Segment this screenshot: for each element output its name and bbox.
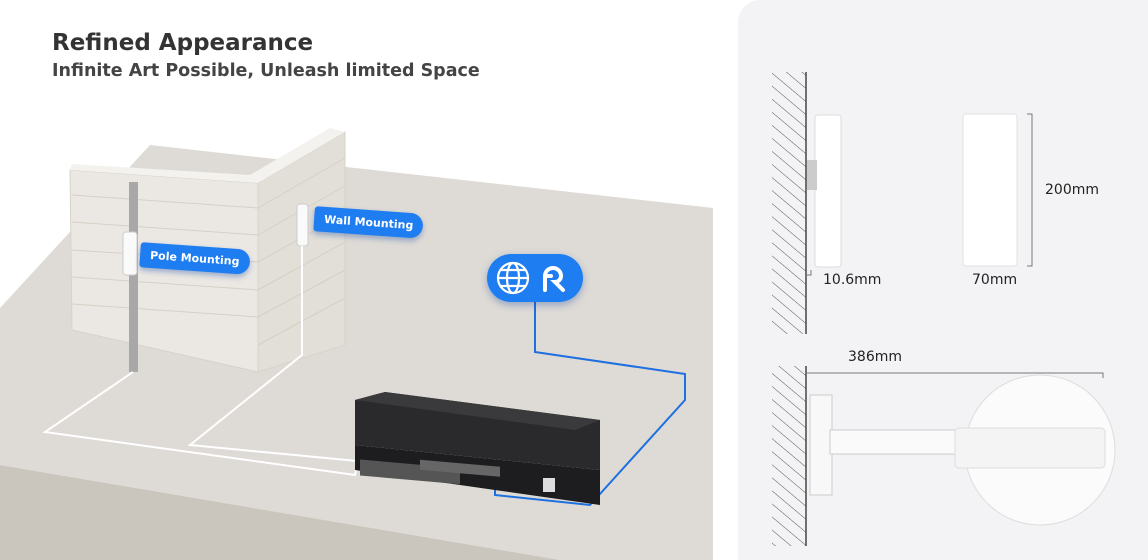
height-label: 200mm bbox=[1045, 182, 1099, 198]
wall-hatch-bottom bbox=[772, 366, 806, 546]
bracket-arm bbox=[829, 429, 961, 455]
wall-top bbox=[70, 128, 345, 183]
globe-icon bbox=[496, 261, 530, 295]
bracket-plate bbox=[809, 394, 833, 496]
bracket-length-label: 386mm bbox=[848, 349, 902, 365]
cloud-r-icon bbox=[543, 266, 565, 292]
page-title: Refined Appearance bbox=[52, 30, 314, 56]
front-width-label: 70mm bbox=[972, 272, 1018, 288]
side-depth-label: 10.6mm bbox=[823, 272, 882, 288]
table-front bbox=[0, 465, 560, 560]
cloud-badge bbox=[487, 254, 583, 302]
pole-mounted-ap bbox=[122, 231, 138, 276]
ap-side-view bbox=[814, 114, 842, 268]
switch bbox=[355, 392, 600, 505]
page-subtitle: Infinite Art Possible, Unleash limited S… bbox=[52, 61, 480, 81]
wall-hatch-top bbox=[772, 72, 806, 334]
pole bbox=[129, 182, 138, 372]
ap-front-view bbox=[962, 113, 1018, 267]
uplink-cable bbox=[494, 300, 686, 507]
